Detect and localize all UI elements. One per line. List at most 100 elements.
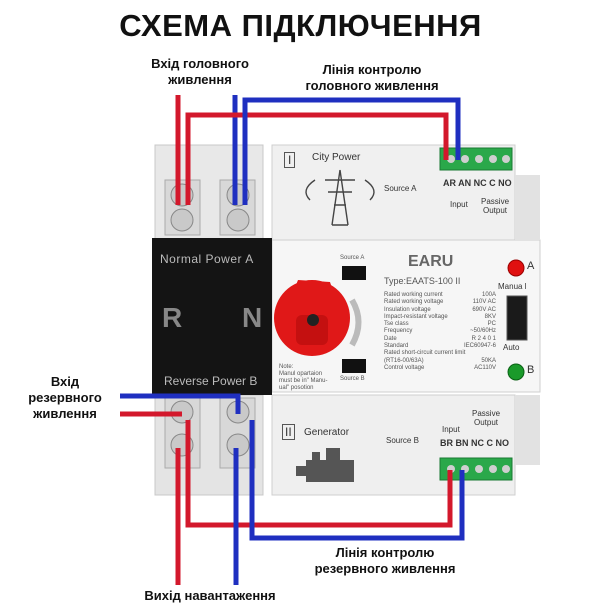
note-text: Note: Manul opartaion must be in" Manu- …: [279, 364, 339, 392]
main-input-label: Вхід головного живлення: [130, 56, 270, 88]
passive-output-a-label: Passive Output: [481, 197, 509, 215]
panel-a-name: City Power: [312, 152, 361, 163]
spec-value: IEC60947-6: [463, 343, 496, 350]
switch-source-a-label: Source A: [340, 255, 365, 261]
input-a-label: Input: [450, 200, 468, 209]
backup-control-label-line2: резервного живлення: [314, 561, 456, 576]
spec-key: Control voltage: [384, 364, 425, 371]
passive-output-b-label: Passive Output: [472, 409, 500, 427]
spec-key: Rated short-circuit current limit: [384, 350, 466, 357]
pole-n-label: N: [242, 302, 263, 333]
spec-value: 110V AC: [472, 299, 496, 306]
generator-icon: [296, 448, 354, 482]
spec-key: Insulation voltage: [384, 306, 431, 313]
spec-row: Rated short-circuit current limit: [384, 350, 496, 357]
mode-auto-label: Auto: [503, 343, 520, 352]
top-green-terminal-block: [439, 147, 513, 171]
backup-control-phase-wire: [185, 420, 453, 528]
reverse-power-label: Reverse Power B: [164, 374, 258, 388]
normal-power-label: Normal Power A: [160, 252, 254, 266]
main-input-label-line2: живлення: [168, 72, 232, 87]
spec-value: R 2 4 0 1: [471, 335, 496, 342]
spec-row: Insulation voltage 690V AC: [384, 307, 496, 314]
source-b-window: [342, 359, 366, 373]
spec-value: 8KV: [484, 313, 496, 320]
spec-row: Rated working current 100A: [384, 292, 496, 299]
note-line3: must be in" Manu-: [279, 378, 328, 384]
passive-output-a-line2: Output: [483, 206, 508, 215]
backup-input-label-line1: Вхід: [50, 374, 80, 389]
source-a-window: [342, 266, 366, 280]
mode-manual-label: Manua l: [498, 282, 527, 291]
spec-row: (RT16-00/63A) 50KA: [384, 358, 496, 365]
spec-key: Standard: [384, 343, 409, 350]
backup-input-label-line2: резервного: [28, 390, 102, 405]
spec-value: 100A: [481, 292, 496, 298]
spec-row: Frequency ~50/60Hz: [384, 328, 496, 335]
panel-b-name: Generator: [304, 427, 350, 438]
backup-control-neutral-wire: [249, 420, 465, 541]
main-input-label-line1: Вхід головного: [151, 56, 249, 71]
right-rail: [515, 175, 540, 240]
spec-key: Rated working current: [384, 292, 443, 298]
rotary-knob: [274, 280, 350, 356]
main-control-phase-wire: [185, 112, 449, 205]
switch-source-b-label: Source B: [340, 376, 365, 382]
pole-block: [152, 238, 272, 395]
spec-value: ~50/60Hz: [470, 328, 496, 335]
indicator-b-label: B: [527, 364, 535, 376]
indicator-a-label: A: [527, 260, 535, 272]
source-b-label: Source B: [386, 436, 419, 445]
main-control-label: Лінія контролю головного живлення: [292, 62, 452, 94]
passive-output-b-line1: Passive: [472, 409, 501, 418]
power-tower-icon: [305, 169, 375, 226]
spec-key: Impact-resistant voltage: [384, 313, 448, 320]
backup-input-neutral-wire: [120, 393, 241, 414]
terminals-b-label: BR BN NC C NO: [440, 438, 509, 448]
type-label: Type:EAATS-100 II: [384, 276, 461, 286]
spec-value: 50KA: [481, 357, 496, 364]
main-control-label-line1: Лінія контролю: [322, 62, 422, 77]
spec-key: Rated working voltage: [384, 299, 444, 306]
load-output-label: Вихід навантаження: [144, 588, 276, 603]
note-line2: Manul opartaion: [279, 371, 323, 377]
spec-value: PC: [487, 321, 496, 328]
backup-input-label: Вхід резервного живлення: [10, 374, 120, 422]
spec-row: Rated working voltage 110V AC: [384, 299, 496, 306]
page-title: СХЕМА ПІДКЛЮЧЕННЯ: [119, 8, 482, 43]
spec-value: 690V AC: [472, 306, 496, 313]
note-line4: ual" posotion: [279, 385, 314, 391]
spec-key: Tse class: [384, 321, 409, 328]
terminals-a-label: AR AN NC C NO: [443, 178, 512, 188]
spec-row: Impact-resistant voltage 8KV: [384, 314, 496, 321]
main-control-neutral-wire: [242, 97, 461, 205]
passive-output-b-line2: Output: [474, 418, 499, 427]
spec-key: (RT16-00/63A): [384, 357, 424, 364]
source-a-label: Source A: [384, 184, 417, 193]
panel-a-roman: I: [284, 152, 296, 168]
spec-row: Control voltage AC110V: [384, 365, 496, 372]
backup-control-label: Лінія контролю резервного живлення: [275, 545, 495, 577]
main-control-label-line2: головного живлення: [305, 78, 439, 93]
backup-input-label-line3: живлення: [33, 406, 97, 421]
spec-key: Date: [384, 335, 397, 342]
note-line1: Note:: [279, 364, 294, 370]
rotation-arrow: [349, 298, 362, 347]
input-b-label: Input: [442, 425, 460, 434]
spec-row: Date R 2 4 0 1: [384, 336, 496, 343]
lamp-a-icon: [507, 259, 525, 277]
pole-r-label: R: [162, 302, 183, 333]
panel-b-roman: II: [282, 424, 295, 440]
spec-row: Standard IEC60947-6: [384, 343, 496, 350]
right-rail-bottom: [515, 395, 540, 465]
backup-control-label-line1: Лінія контролю: [335, 545, 435, 560]
spec-row: Tse class PC: [384, 321, 496, 328]
bottom-green-terminal-block: [439, 457, 513, 481]
spec-value: AC110V: [474, 364, 496, 371]
mode-slider: [506, 295, 528, 341]
spec-key: Frequency: [384, 328, 413, 335]
brand-label: EARU: [408, 253, 454, 270]
lamp-b-icon: [507, 363, 525, 381]
